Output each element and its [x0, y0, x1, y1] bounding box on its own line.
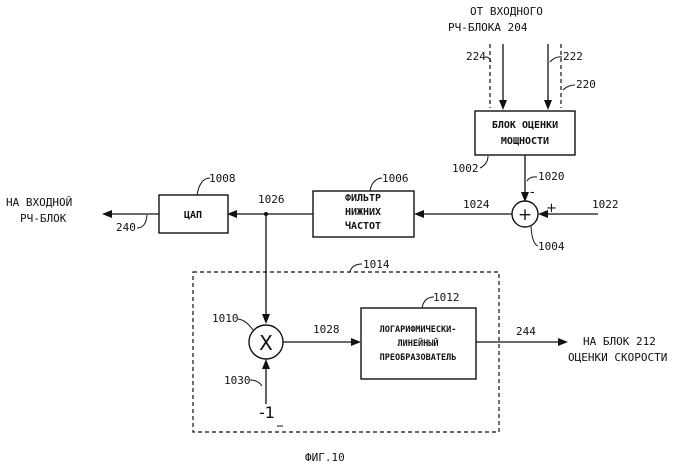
lpf-line2: НИЖНИХ [345, 207, 381, 218]
input-224-arrow [499, 100, 507, 110]
leader-222 [550, 57, 562, 62]
log-lin-line3: ПРЕОБРАЗОВАТЕЛЬ [380, 353, 457, 363]
ref-1022: 1022 [592, 198, 619, 211]
ref-244: 244 [516, 325, 536, 338]
leader-1002 [480, 156, 488, 168]
arrow-1030 [262, 359, 270, 369]
arrow-240 [102, 210, 112, 218]
log-lin-line1: ЛОГАРИФМИЧЕСКИ- [380, 325, 457, 335]
leader-220 [563, 85, 575, 90]
ref-1004: 1004 [538, 240, 565, 253]
power-estimator-block [475, 111, 575, 155]
ref-1024: 1024 [463, 198, 490, 211]
arrow-1022 [538, 210, 548, 218]
figure-caption: ФИГ.10 [305, 451, 345, 464]
leader-1030 [250, 380, 262, 386]
ref-1030: 1030 [224, 374, 251, 387]
summer-minus-sign: - [530, 185, 535, 200]
leader-240 [137, 215, 147, 228]
ref-1014: 1014 [363, 258, 390, 271]
multiplier-symbol: X [259, 331, 273, 355]
ref-1002: 1002 [452, 162, 479, 175]
ref-222: 222 [563, 50, 583, 63]
arrow-1024 [414, 210, 424, 218]
to-rf-label-line1: НА ВХОДНОЙ [6, 196, 72, 209]
lpf-line3: ЧАСТОТ [345, 220, 381, 232]
leader-1014 [350, 264, 362, 272]
log-lin-line2: ЛИНЕЙНЫЙ [398, 337, 439, 349]
lpf-line1: ФИЛЬТР [345, 193, 381, 204]
ref-1006: 1006 [382, 172, 409, 185]
ref-224: 224 [466, 50, 486, 63]
ref-1020: 1020 [538, 170, 565, 183]
ref-1026: 1026 [258, 193, 285, 206]
arrow-244 [558, 338, 568, 346]
arrow-1028 [351, 338, 361, 346]
leader-1020 [527, 177, 537, 181]
ref-1028: 1028 [313, 323, 340, 336]
arrow-to-multiplier [262, 314, 270, 324]
input-222-arrow [544, 100, 552, 110]
ref-220: 220 [576, 78, 596, 91]
to-speed-label-line2: ОЦЕНКИ СКОРОСТИ [568, 351, 667, 364]
power-estimator-line2: МОЩНОСТИ [501, 136, 549, 147]
to-rf-label-line2: РЧ-БЛОК [20, 212, 67, 225]
leader-1006 [370, 178, 382, 191]
ref-1010: 1010 [212, 312, 239, 325]
minus-one-label: -1 [259, 403, 275, 422]
from-rf-label-line2: РЧ-БЛОКА 204 [448, 21, 528, 34]
ref-1008: 1008 [209, 172, 236, 185]
dac-label: ЦАП [184, 210, 202, 221]
leader-1004 [531, 226, 538, 246]
summer-plus-symbol: + [518, 205, 532, 225]
ref-240: 240 [116, 221, 136, 234]
from-rf-label-line1: ОТ ВХОДНОГО [470, 5, 543, 18]
ref-1012: 1012 [433, 291, 460, 304]
power-estimator-line1: БЛОК ОЦЕНКИ [492, 120, 558, 131]
to-speed-label-line1: НА БЛОК 212 [583, 335, 656, 348]
leader-1010 [238, 319, 253, 330]
